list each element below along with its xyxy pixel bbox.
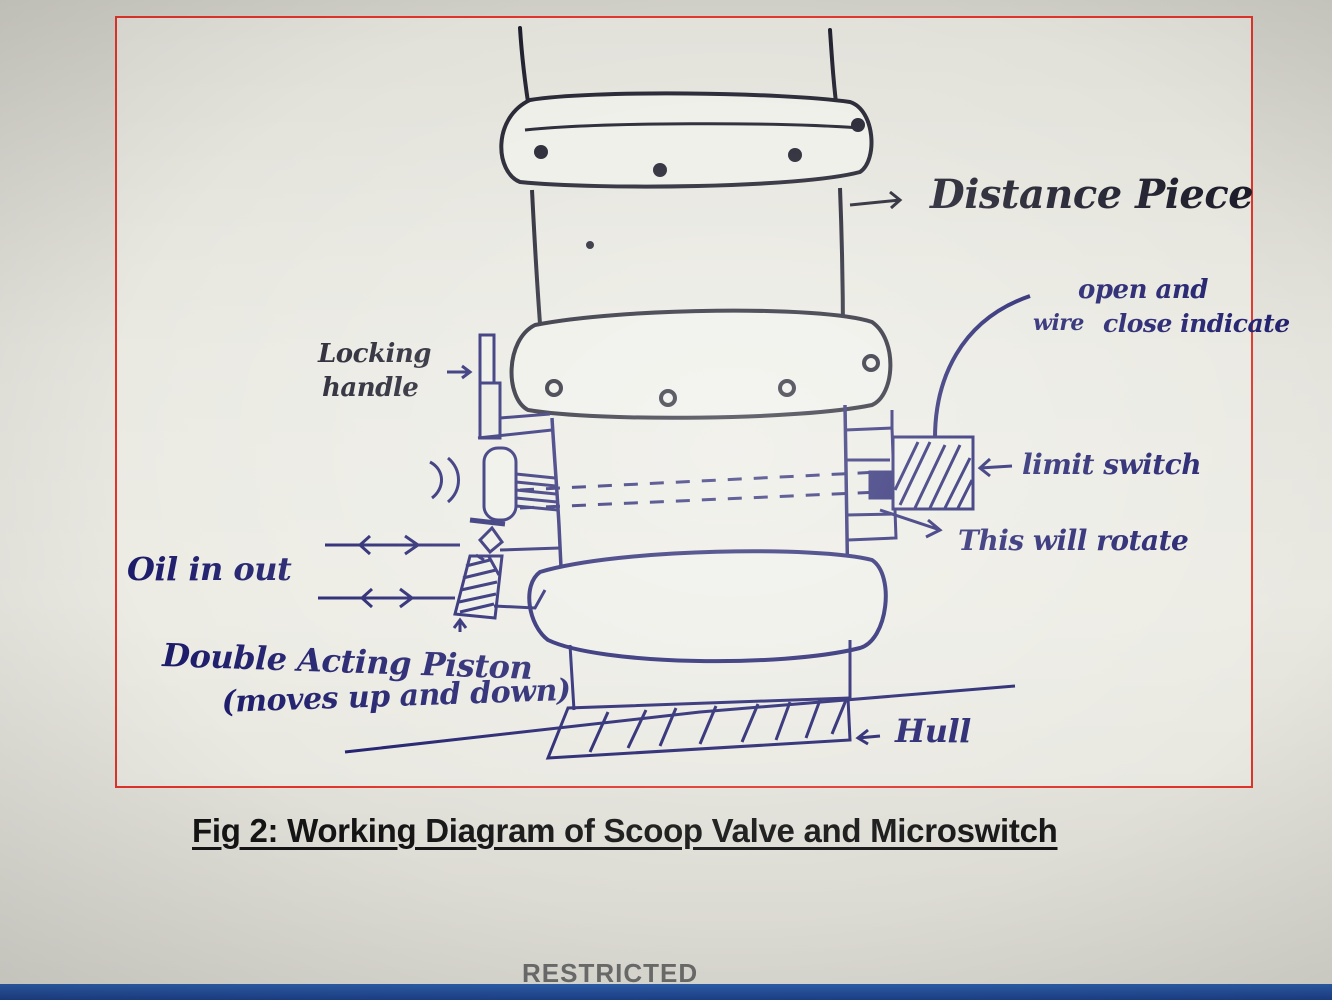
label-this-will-rotate: This will rotate	[958, 524, 1188, 557]
label-limit-switch: limit switch	[1022, 448, 1201, 481]
label-handle: handle	[322, 373, 418, 403]
locking-handle	[447, 333, 553, 440]
label-oil-in-out: Oil in out	[127, 550, 292, 588]
label-moves-up-down: (moves up and down)	[221, 673, 571, 720]
double-acting-piston	[452, 525, 561, 632]
label-arrows	[849, 190, 903, 210]
label-close-indicate: close indicate	[1103, 309, 1290, 338]
flange-bolt	[653, 163, 667, 177]
limit-switch	[844, 410, 975, 542]
lower-pipe	[568, 640, 852, 711]
lower-flange	[509, 308, 893, 420]
label-open-and: open and	[1078, 275, 1208, 305]
hull-section	[344, 684, 1016, 760]
figure-caption: Fig 2: Working Diagram of Scoop Valve an…	[192, 812, 1058, 849]
oil-arrows	[318, 534, 460, 609]
flange-bolt	[534, 145, 548, 159]
bottom-ring	[527, 549, 888, 664]
label-locking: Locking	[317, 339, 431, 369]
indicator-wire	[933, 294, 1031, 439]
top-flange	[499, 91, 874, 189]
label-distance-piece: Distance Piece	[929, 171, 1253, 218]
rotation-knob	[429, 446, 559, 527]
label-arrows-blue	[855, 457, 1013, 746]
flange-bolt	[851, 118, 865, 132]
label-wire: wire	[1033, 310, 1084, 336]
restricted-footer: RESTRICTED	[522, 958, 699, 988]
taskbar	[0, 984, 1332, 1000]
flange-bolt	[788, 148, 802, 162]
label-hull: Hull	[894, 712, 971, 750]
